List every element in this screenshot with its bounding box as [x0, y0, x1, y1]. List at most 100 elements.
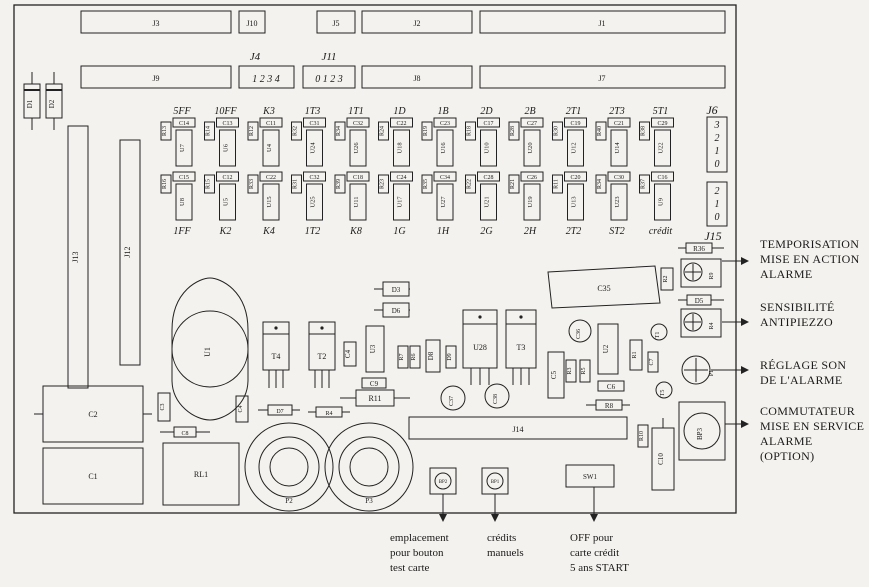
lower-capacitor: C18 — [353, 175, 363, 181]
upper-signal-label: K3 — [262, 106, 275, 117]
connector-j15-title: J15 — [704, 229, 721, 243]
lower-ic: U11 — [353, 197, 360, 208]
annotation-reglage: RÉGLAGE SON DE L'ALARME — [760, 358, 846, 388]
connector-j4-pins: 1 2 3 4 — [252, 74, 280, 85]
upper-capacitor: C19 — [570, 121, 580, 127]
j6-pin-2: 2 — [715, 133, 720, 144]
lower-capacitor: C22 — [266, 175, 276, 181]
lower-resistor: R34 — [597, 179, 603, 189]
annotation-emplacement-line3: test carte — [390, 562, 430, 574]
connector-j1-label: J1 — [598, 19, 605, 28]
lower-signal-label: 1H — [437, 226, 450, 237]
annotation-emplacement-line2: pour bouton — [390, 547, 444, 559]
connector-j2-label: J2 — [413, 19, 420, 28]
diode-d9: D9 — [447, 353, 453, 360]
lower-signal-label: crédit — [649, 226, 673, 237]
resistor-r8: R8 — [605, 402, 614, 410]
board-outline — [13, 4, 737, 514]
capacitor-c2: C2 — [88, 410, 97, 419]
capacitor-c5: C5 — [550, 370, 558, 379]
upper-signal-label: 2T3 — [609, 106, 625, 117]
lower-ic: U13 — [571, 196, 578, 207]
upper-capacitor: C21 — [614, 121, 624, 127]
connector-j11-pins: 0 1 2 3 — [315, 74, 343, 85]
connector-j11-title: J11 — [321, 51, 336, 63]
upper-capacitor: C22 — [396, 121, 406, 127]
upper-signal-label: 10FF — [214, 106, 237, 117]
diode-d1: D1 — [26, 99, 34, 108]
upper-ic: U24 — [310, 142, 317, 154]
lower-resistor: R39 — [336, 179, 342, 189]
diode-d6: D6 — [392, 307, 401, 315]
connector-j10-label: J10 — [246, 19, 257, 28]
upper-ic: U10 — [484, 142, 491, 153]
capacitor-c6: C6 — [607, 383, 616, 391]
annotation-sensibilite-line2: ANTIPIEZZO — [760, 315, 833, 329]
capacitor-c37: C37 — [449, 396, 455, 406]
upper-capacitor: C31 — [309, 121, 319, 127]
capacitor-c8: C8 — [181, 431, 188, 437]
lower-resistor: R37 — [641, 179, 647, 189]
potentiometer-p3: P3 — [365, 497, 373, 505]
upper-ic: U6 — [223, 143, 230, 152]
annotation-off-line2: carte crédit — [570, 547, 620, 559]
lower-resistor: R16 — [162, 179, 168, 189]
lower-resistor: R22 — [467, 179, 473, 189]
capacitor-c10: C10 — [657, 453, 665, 465]
upper-resistor: R13 — [162, 126, 168, 136]
resistor-r3: R3 — [567, 367, 573, 374]
upper-resistor: R38 — [641, 126, 647, 136]
upper-ic: U16 — [440, 142, 447, 154]
annotation-temporisation-line3: ALARME — [760, 267, 813, 281]
trimmer-r9: R9 — [709, 272, 715, 279]
ic-u3: U3 — [369, 344, 377, 353]
resistor-r11: R11 — [368, 394, 381, 403]
lower-signal-label: 2T2 — [566, 226, 582, 237]
connector-j13: J13 — [71, 251, 80, 262]
lower-capacitor: C32 — [309, 175, 319, 181]
lower-ic: U5 — [223, 198, 230, 206]
lower-resistor: R35 — [423, 179, 429, 189]
j6-pin-0: 0 — [715, 159, 720, 170]
lower-ic: U17 — [397, 196, 404, 208]
upper-capacitor: C32 — [353, 121, 363, 127]
annotation-commutateur: COMMUTATEUR MISE EN SERVICE ALARME (OPTI… — [760, 404, 869, 464]
ic-u2: U2 — [602, 344, 610, 353]
resistor-r6: R6 — [411, 353, 417, 360]
capacitor-c9: C9 — [370, 380, 379, 388]
transistor-t5: T5 — [660, 390, 666, 397]
upper-resistor: R32 — [293, 126, 299, 136]
annotation-emplacement-line1: emplacement — [390, 532, 449, 544]
lower-signal-label: K8 — [349, 226, 362, 237]
connector-j5-label: J5 — [332, 19, 339, 28]
upper-ic: U14 — [614, 142, 621, 154]
lower-resistor: R23 — [380, 179, 386, 189]
annotation-off-line1: OFF pour — [570, 532, 614, 544]
resistor-r7: R7 — [399, 353, 405, 360]
potentiometer-p2: P2 — [285, 497, 293, 505]
lower-capacitor: C28 — [483, 175, 493, 181]
capacitor-c36: C36 — [576, 329, 582, 339]
lower-signal-label: 2G — [480, 226, 492, 237]
annotation-commutateur-line1: COMMUTATEUR — [760, 404, 856, 418]
lower-capacitor: C30 — [614, 175, 624, 181]
capacitor-c4-base: C4 — [238, 405, 244, 412]
upper-capacitor: C14 — [179, 121, 189, 127]
upper-resistor: R18 — [467, 126, 473, 136]
resistor-r5: R5 — [581, 367, 587, 374]
annotation-credits-line2: manuels — [487, 547, 524, 559]
connector-j14: J14 — [512, 425, 523, 434]
upper-resistor: R19 — [423, 126, 429, 136]
connector-j3-label: J3 — [152, 19, 159, 28]
upper-resistor: R12 — [249, 126, 255, 136]
potentiometer-p1: P1 — [709, 370, 715, 376]
upper-capacitor: C29 — [657, 121, 667, 127]
ic-u28: U28 — [473, 343, 487, 352]
upper-capacitor: C23 — [440, 121, 450, 127]
annotation-off-line3: 5 ans START — [570, 562, 629, 574]
lower-ic: U21 — [484, 196, 491, 207]
lower-capacitor: C15 — [179, 175, 189, 181]
lower-signal-label: 1T2 — [305, 226, 321, 237]
